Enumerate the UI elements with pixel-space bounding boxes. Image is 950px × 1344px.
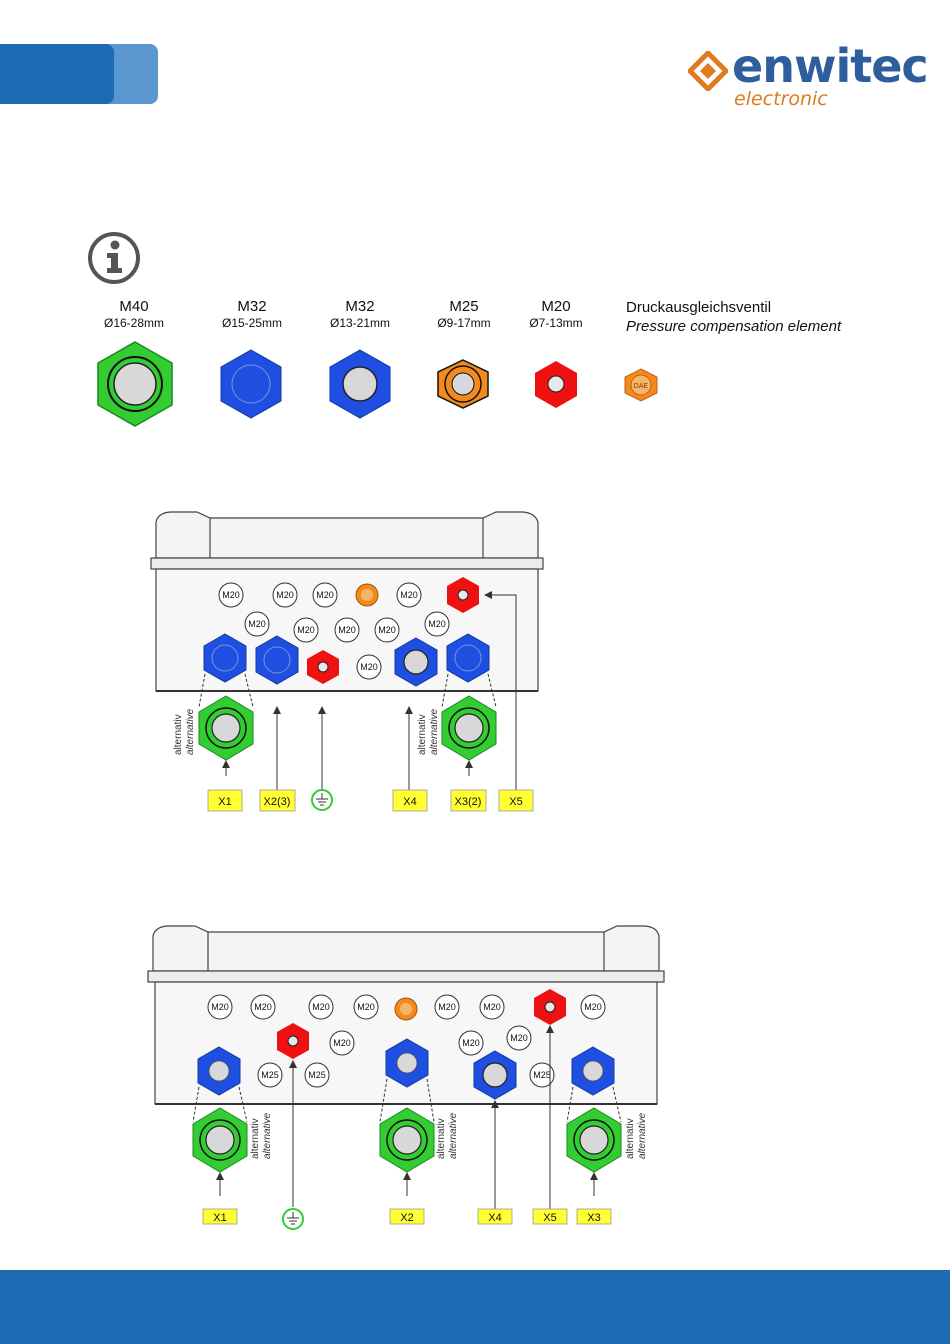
connector-label: X2(3) xyxy=(264,796,291,808)
connector-label: X4 xyxy=(403,796,416,808)
connector-label: X3(2) xyxy=(455,796,482,808)
cable-gland-m40-icon xyxy=(198,695,497,761)
gland-label: M20 xyxy=(400,590,418,600)
ground-icon xyxy=(311,789,333,811)
gland-label: M25 xyxy=(308,1070,326,1080)
gland-label: M20 xyxy=(483,1002,501,1012)
legend-size: M40 xyxy=(119,298,149,315)
diamond-logo-icon xyxy=(688,51,728,91)
gland-label: M20 xyxy=(360,662,378,672)
alt-label-de: alternativ xyxy=(436,1118,447,1159)
legend-size: M32 xyxy=(345,298,375,315)
gland-label: M20 xyxy=(584,1002,602,1012)
gland-label: M20 xyxy=(510,1033,528,1043)
connector-label: X1 xyxy=(218,796,231,808)
alt-label-en: alternative xyxy=(185,708,196,755)
brand-tagline: electronic xyxy=(734,88,828,110)
cable-gland-m32-b-icon xyxy=(329,349,391,419)
legend-item-m20: M20 Ø7-13mm xyxy=(514,298,598,332)
ground-icon xyxy=(282,1208,304,1230)
connector-label: X4 xyxy=(488,1212,501,1224)
legend-size: M32 xyxy=(237,298,267,315)
cable-gland-m25-icon xyxy=(437,359,489,409)
gland-label: M20 xyxy=(211,1002,229,1012)
enclosure-diagram-2: M20 M20 M20 M20 M20 M20 M20 M20 M20 M20 … xyxy=(147,925,665,1230)
connector-label: X5 xyxy=(509,796,522,808)
gland-label: M20 xyxy=(462,1038,480,1048)
legend-item-m32-a: M32 Ø15-25mm xyxy=(210,298,294,332)
legend-range: Ø15-25mm xyxy=(221,316,283,330)
alt-label-de: alternativ xyxy=(417,714,428,755)
pressure-compensation-icon: DAE xyxy=(624,368,658,402)
header-tab-dark xyxy=(0,44,114,104)
connector-labels xyxy=(202,1208,612,1225)
cable-gland-m20-icon xyxy=(277,989,566,1059)
connector-label: X2 xyxy=(400,1212,413,1224)
connector-label: X3 xyxy=(587,1212,600,1224)
legend-range: Ø7-13mm xyxy=(529,316,583,330)
alt-label-de: alternativ xyxy=(625,1118,636,1159)
alt-label-en: alternative xyxy=(448,1112,459,1159)
gland-label: M20 xyxy=(297,625,315,635)
pce-label-en: Pressure compensation element xyxy=(626,318,842,335)
gland-label: M20 xyxy=(438,1002,456,1012)
gland-label: M20 xyxy=(316,590,334,600)
pressure-compensation-icon xyxy=(394,997,418,1021)
small-glands xyxy=(218,582,450,680)
connector-labels xyxy=(207,789,534,812)
legend-range: Ø9-17mm xyxy=(437,316,491,330)
cable-gland-m32-icon xyxy=(203,633,490,687)
legend-item-m40: M40 Ø16-28mm xyxy=(92,298,176,332)
legend-size: M20 xyxy=(541,298,571,315)
connector-label: X5 xyxy=(543,1212,556,1224)
enclosure-lid xyxy=(147,925,665,983)
pce-badge-label: DAE xyxy=(634,383,649,390)
cable-gland-m40-icon xyxy=(192,1107,622,1173)
gland-label: M25 xyxy=(261,1070,279,1080)
cable-gland-m40-icon xyxy=(97,341,173,427)
alt-label-de: alternativ xyxy=(250,1118,261,1159)
alt-label-en: alternative xyxy=(429,708,440,755)
cable-gland-m20-icon xyxy=(535,361,577,408)
pressure-compensation-icon xyxy=(355,583,379,607)
enclosure-diagram-1: M20 M20 M20 M20 M20 M20 M20 M20 M20 M20 xyxy=(150,511,544,812)
gland-label: M20 xyxy=(248,619,266,629)
cable-gland-m32-a-icon xyxy=(220,349,282,419)
legend-item-m32-b: M32 Ø13-21mm xyxy=(318,298,402,332)
connector-label: X1 xyxy=(213,1212,226,1224)
brand-name: enwitec xyxy=(732,39,929,93)
gland-label: M20 xyxy=(357,1002,375,1012)
footer-bar xyxy=(0,1270,950,1344)
legend-range: Ø16-28mm xyxy=(103,316,165,330)
legend-range: Ø13-21mm xyxy=(329,316,391,330)
legend-item-m25: M25 Ø9-17mm xyxy=(422,298,506,332)
gland-label: M20 xyxy=(333,1038,351,1048)
gland-label: M25 xyxy=(533,1070,551,1080)
legend-glands: DAE xyxy=(97,341,658,427)
alt-label-de: alternativ xyxy=(173,714,184,755)
cable-gland-m20-icon xyxy=(307,577,479,684)
legend-item-pce: Druckausgleichsventil Pressure compensat… xyxy=(626,298,841,336)
brand-logo: enwitec electronic xyxy=(688,40,929,112)
gland-label: M20 xyxy=(222,590,240,600)
alt-label-en: alternative xyxy=(262,1112,273,1159)
info-icon xyxy=(88,232,140,284)
alt-label-en: alternative xyxy=(637,1112,648,1159)
enclosure-lid xyxy=(150,511,544,570)
gland-label: M20 xyxy=(338,625,356,635)
gland-label: M20 xyxy=(276,590,294,600)
gland-label: M20 xyxy=(378,625,396,635)
legend-size: M25 xyxy=(449,298,479,315)
gland-label: M20 xyxy=(428,619,446,629)
pce-label-de: Druckausgleichsventil xyxy=(626,299,772,316)
gland-label: M20 xyxy=(312,1002,330,1012)
gland-label: M20 xyxy=(254,1002,272,1012)
